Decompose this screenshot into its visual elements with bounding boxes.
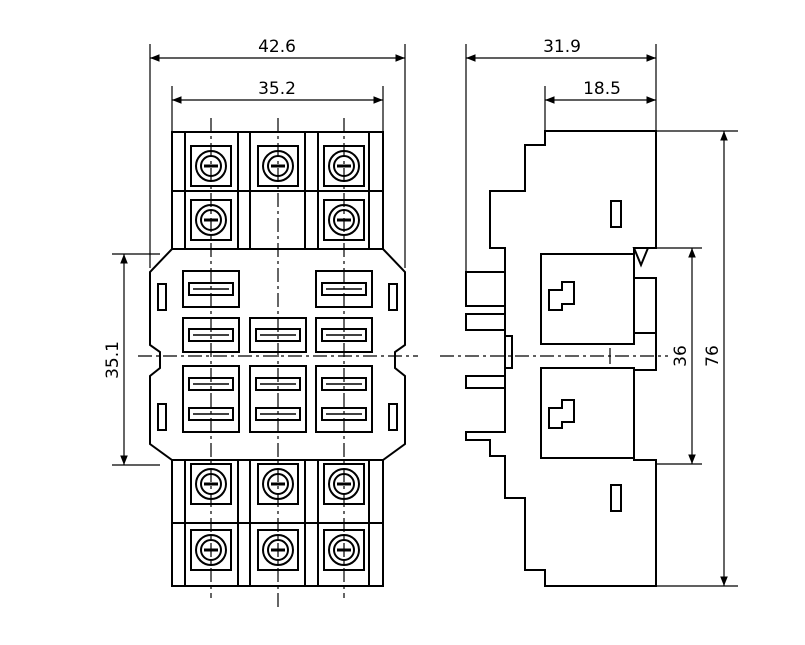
pin-slots xyxy=(188,282,367,421)
dim-overall-depth: 31.9 xyxy=(543,37,581,57)
dim-overall-height: 76 xyxy=(703,345,723,367)
side-slot xyxy=(610,200,622,228)
side-slot xyxy=(388,403,398,431)
front-view xyxy=(149,131,406,587)
socket-body xyxy=(149,248,406,461)
dim-mounting-height: 35.1 xyxy=(103,341,123,379)
dim-rail-depth: 18.5 xyxy=(583,79,621,99)
center-lines xyxy=(138,118,418,610)
side-slot xyxy=(388,283,398,311)
dim-overall-width: 42.6 xyxy=(258,37,296,57)
dim-rail-height: 36 xyxy=(671,345,691,367)
side-slot xyxy=(610,484,622,512)
side-view xyxy=(465,130,657,587)
dim-terminal-width: 35.2 xyxy=(258,79,296,99)
dimension-lines xyxy=(112,44,738,587)
side-profile xyxy=(465,130,657,587)
side-slot xyxy=(157,283,167,311)
side-latches xyxy=(548,281,575,429)
side-slot xyxy=(157,403,167,431)
